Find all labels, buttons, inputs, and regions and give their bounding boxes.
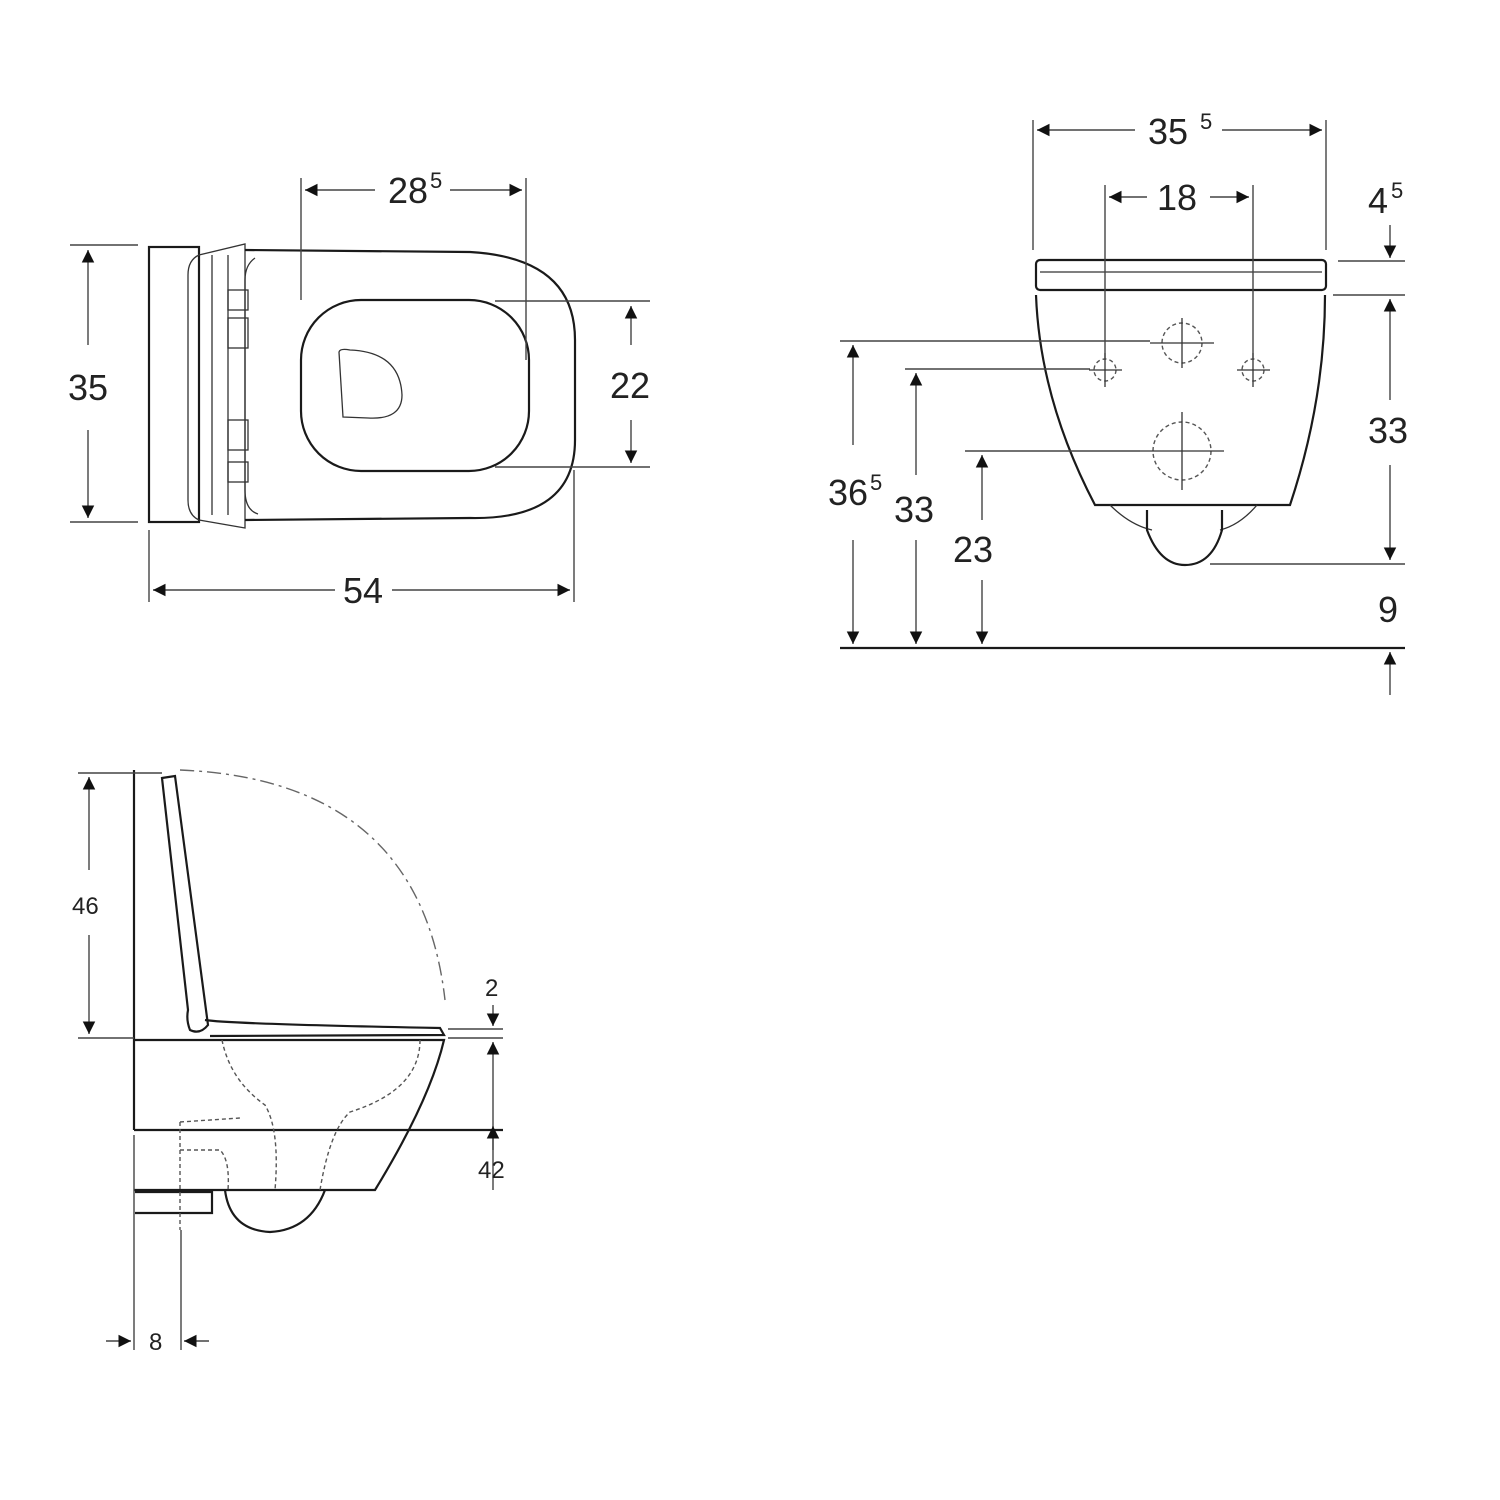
lid-swing-arc: [179, 769, 446, 1001]
outlet-pipe: [1145, 510, 1224, 567]
svg-text:5: 5: [1200, 109, 1212, 134]
seat-profile: [1034, 258, 1328, 292]
side-view: 46 2 42 8: [72, 769, 505, 1356]
rear-view: 35 5 18 4 5 33 9 36 5 33: [828, 109, 1408, 695]
dim-lid-open-height: 46: [72, 893, 99, 920]
top-view: 28 5 35 22 54: [68, 168, 650, 611]
dim-bolt-height: 33: [894, 489, 934, 530]
seat-side: [204, 1018, 446, 1038]
svg-text:5: 5: [430, 168, 442, 193]
dim-seat-thickness-side: 2: [485, 975, 498, 1002]
dim-seat-width: 35: [1148, 111, 1188, 152]
dim-bowl-height: 33: [1368, 410, 1408, 451]
trap-side: [223, 1189, 327, 1234]
bowl-side: [134, 1038, 446, 1192]
drain-opening: [338, 348, 403, 419]
lid-upright: [160, 774, 210, 1033]
svg-text:5: 5: [870, 470, 882, 495]
seat-hinge: [187, 243, 246, 529]
bowl-outline: [244, 248, 577, 522]
dim-bolt-spacing: 18: [1157, 177, 1197, 218]
dim-rim-height: 42: [478, 1157, 505, 1184]
dim-outlet-height: 23: [953, 529, 993, 570]
dim-overall-length: 54: [343, 570, 383, 611]
seat-opening: [299, 298, 531, 473]
dim-drain-below: 9: [1378, 589, 1398, 630]
svg-text:5: 5: [1391, 178, 1403, 203]
dim-inlet-height: 36: [828, 472, 868, 513]
dim-opening-width: 28: [388, 170, 428, 211]
bowl-rear: [1034, 294, 1327, 507]
dim-outlet-offset: 8: [149, 1329, 162, 1356]
dim-overall-width: 35: [68, 367, 108, 408]
dim-seat-thickness: 4: [1368, 180, 1388, 221]
wall-mount-block: [147, 245, 201, 524]
dim-opening-length: 22: [610, 365, 650, 406]
